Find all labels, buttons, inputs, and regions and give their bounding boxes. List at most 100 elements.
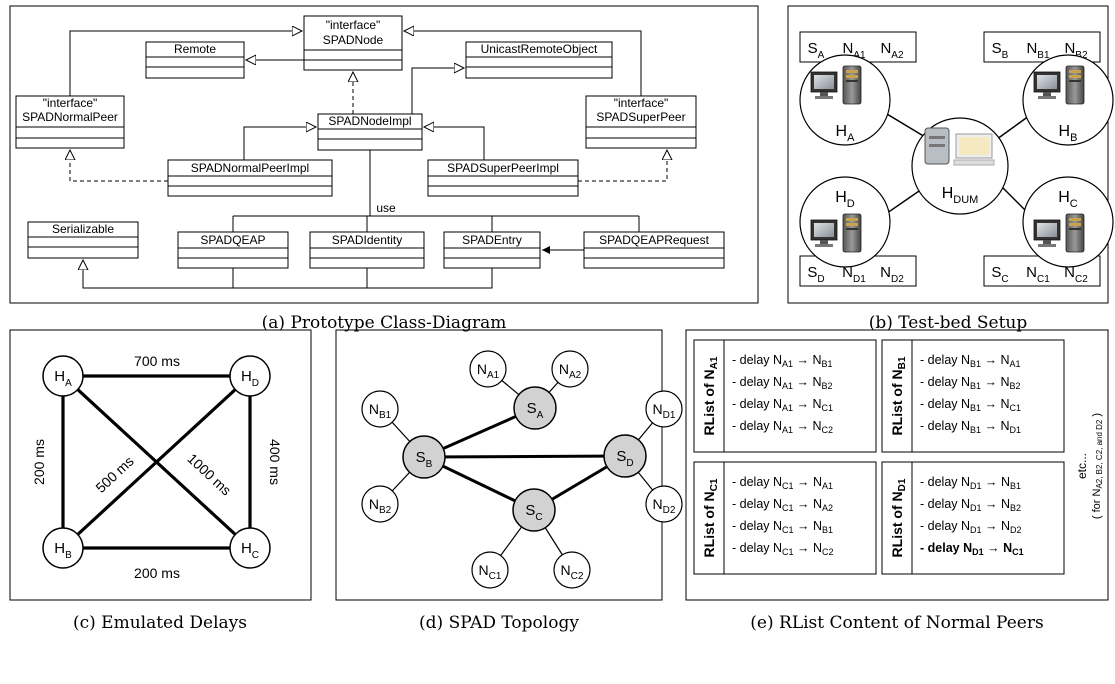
testbed-peer-sb: SB (992, 40, 1009, 61)
delay-node-c (229, 527, 271, 569)
rlist-row: - delay NA1 → NB2 (732, 375, 833, 391)
spadnode-label: SPADNode (323, 33, 384, 47)
rlist-box-d1 (881, 461, 1065, 575)
class-spadnode: "interface" SPADNode (303, 15, 403, 71)
rlist-row: - delay ND1 → ND2 (920, 519, 1022, 535)
rlist-row: - delay NA1 → NC2 (732, 419, 833, 435)
rlist-box-a1 (693, 339, 877, 453)
class-serializable: Serializable (27, 221, 139, 259)
rlist-panel: RList of NA1 - delay NA1 → NB1 - delay NA1… (685, 329, 1109, 601)
topo-normal-d2 (645, 485, 683, 523)
rlist-row: - delay NA1 → NC1 (732, 397, 833, 413)
class-entry: SPADEntry (443, 231, 541, 269)
topo-super-label-a: SA (527, 400, 544, 421)
rlist-row: - delay NC1 → NB1 (732, 519, 833, 535)
testbed-peer-na1: NA1 (842, 40, 866, 61)
delay-edge-ac (61, 374, 252, 550)
rlist-row: - delay NA1 → NB1 (732, 353, 833, 369)
normalpeerimpl-label: SPADNormalPeerImpl (191, 161, 309, 175)
testbed-peer-sd: SD (807, 264, 824, 285)
topo-normal-label-a1: NA1 (477, 361, 500, 381)
class-relations (70, 31, 667, 289)
testbed-peer-nb2: NB2 (1064, 40, 1088, 61)
topo-normal-label-d2: ND2 (653, 496, 676, 516)
qeap-label: SPADQEAP (200, 233, 265, 247)
rlist-row: - delay ND1 → NB1 (920, 475, 1021, 491)
testbed-peer-nd1: ND1 (842, 264, 866, 285)
class-normalpeerimpl: SPADNormalPeerImpl (167, 159, 333, 197)
topo-normal-label-a2: NA2 (559, 361, 582, 381)
superpeerimpl-label: SPADSuperPeerImpl (447, 161, 559, 175)
topo-normal-c1 (471, 551, 509, 589)
class-qeaprequest: SPADQEAPRequest (583, 231, 725, 269)
normalpeer-label: SPADNormalPeer (22, 110, 118, 124)
host-label-c: HC (1058, 189, 1078, 210)
nodeimpl-label: SPADNodeImpl (328, 114, 411, 128)
rlist-row: - delay ND1 → NC1 (920, 541, 1024, 557)
entry-label: SPADEntry (462, 233, 522, 247)
topo-edge-sbd (423, 454, 626, 459)
class-qeap: SPADQEAP (177, 231, 289, 269)
testbed-peer-sc: SC (991, 264, 1008, 285)
use-label: use (376, 201, 396, 215)
topo-super-a (513, 386, 557, 430)
topo-normal-label-b1: NB1 (369, 401, 392, 421)
topo-super-d (603, 434, 647, 478)
topo-super-label-b: SB (416, 449, 433, 470)
testbed-peer-nd2: ND2 (880, 264, 904, 285)
testbed-peer-sa: SA (808, 40, 825, 61)
testbed-peer-na2: NA2 (880, 40, 904, 61)
class-normalpeer: "interface" SPADNormalPeer (15, 95, 125, 149)
serializable-label: Serializable (52, 222, 114, 236)
spadnode-stereotype: "interface" (326, 18, 381, 32)
rlist-row: - delay ND1 → NB2 (920, 497, 1021, 513)
topo-normal-label-d1: ND1 (653, 401, 676, 421)
delay-node-b (42, 527, 84, 569)
rlist-row: - delay NB1 → NB2 (920, 375, 1021, 391)
rlist-row: - delay NB1 → ND1 (920, 419, 1021, 435)
host-label-a: HA (836, 123, 856, 144)
delay-label-ad: 700 ms (134, 353, 180, 369)
superpeer-stereotype: "interface" (614, 96, 669, 110)
delay-node-label-b: HB (54, 540, 72, 561)
identity-label: SPADIdentity (332, 233, 402, 247)
class-diagram-panel: "interface" SPADNode Remote UnicastRemot… (9, 5, 759, 304)
topo-normal-a1 (469, 350, 507, 388)
caption-d: (d) SPAD Topology (419, 613, 579, 633)
delay-node-label-c: HC (241, 540, 259, 561)
delay-label-ab: 200 ms (31, 439, 47, 485)
caption-c: (c) Emulated Delays (73, 613, 247, 633)
topo-normal-b2 (361, 485, 399, 523)
class-nodeimpl: SPADNodeImpl (317, 113, 423, 151)
rlist-row: - delay NC1 → NA1 (732, 475, 833, 491)
topo-normal-a2 (551, 350, 589, 388)
normalpeer-stereotype: "interface" (43, 96, 98, 110)
topo-normal-c2 (553, 551, 591, 589)
testbed-peer-nb1: NB1 (1026, 40, 1050, 61)
rlist-row: - delay NC1 → NC2 (732, 541, 834, 557)
etc-note: ( for NA2, B2, C2, and D2 ) (1091, 413, 1104, 519)
unicast-label: UnicastRemoteObject (481, 42, 598, 56)
class-identity: SPADIdentity (309, 231, 425, 269)
caption-e: (e) RList Content of Normal Peers (750, 613, 1043, 633)
topo-normal-label-c1: NC1 (479, 562, 502, 582)
testbed-peer-nc1: NC1 (1026, 264, 1050, 285)
class-unicast: UnicastRemoteObject (465, 41, 613, 79)
delay-node-label-a: HA (54, 368, 72, 389)
qeaprequest-label: SPADQEAPRequest (599, 233, 709, 247)
rlist-title-c1: RList of NC1 (701, 478, 720, 557)
rlist-title-a1: RList of NA1 (701, 356, 720, 435)
topo-normal-label-b2: NB2 (369, 496, 392, 516)
class-superpeerimpl: SPADSuperPeerImpl (427, 159, 579, 197)
topo-normal-d1 (645, 390, 683, 428)
topo-super-label-d: SD (616, 448, 633, 469)
delay-node-label-d: HD (241, 368, 259, 389)
topo-super-label-c: SC (525, 502, 542, 523)
rlist-box-b1 (881, 339, 1065, 453)
host-label-b: HB (1059, 123, 1078, 144)
rlist-title-d1: RList of ND1 (889, 478, 908, 557)
